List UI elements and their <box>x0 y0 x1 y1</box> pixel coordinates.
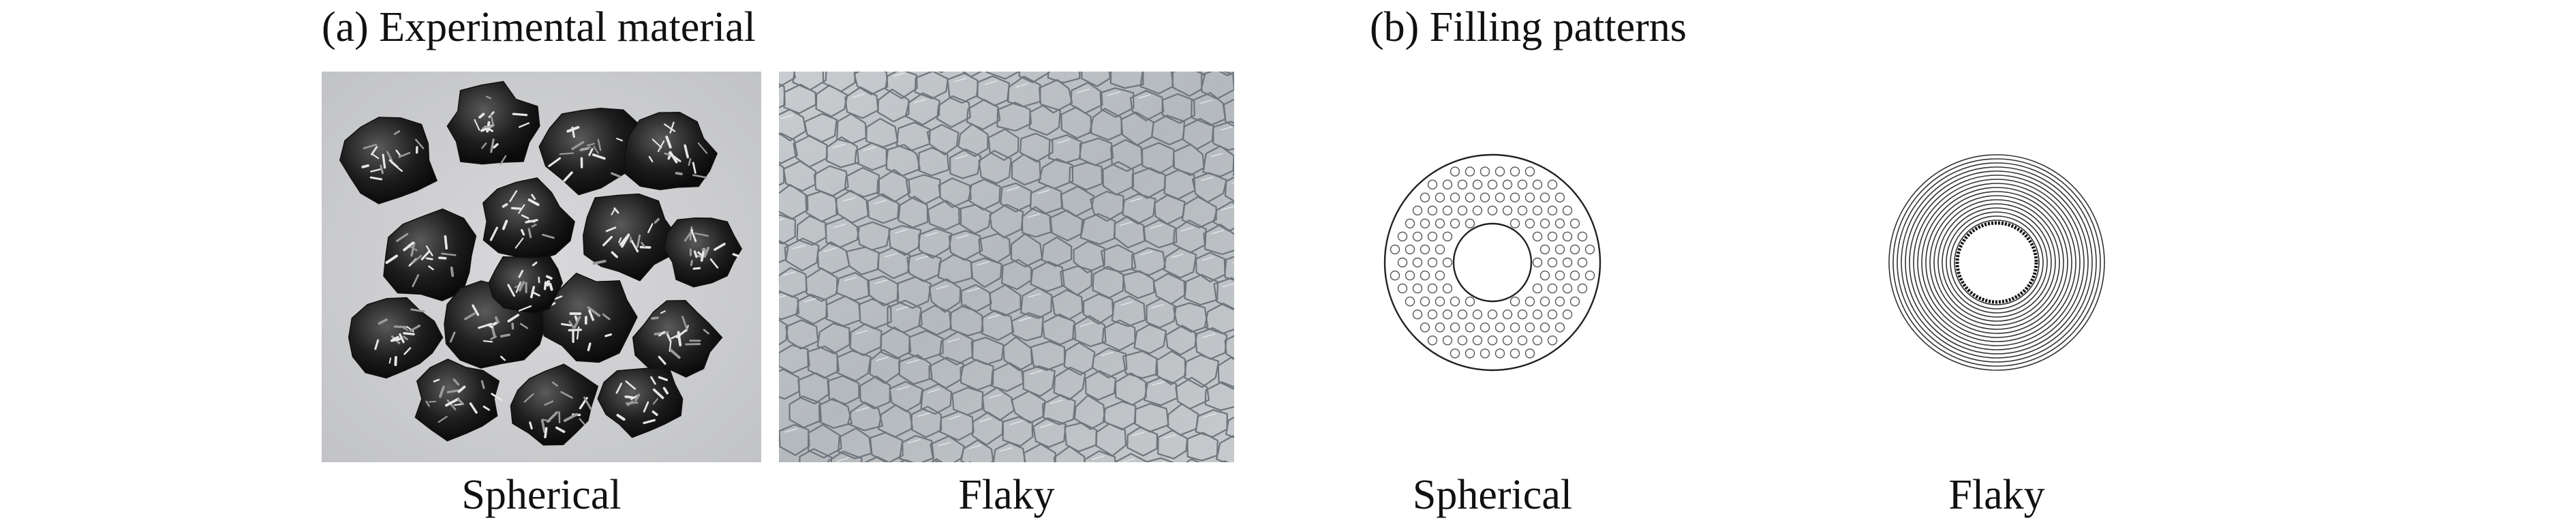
panel-b-heading: (b) Filling patterns <box>1370 4 1687 50</box>
spherical-filling-diagram <box>1380 72 1605 453</box>
caption-flaky-photo: Flaky <box>958 472 1055 518</box>
flaky-filling-diagram <box>1884 72 2109 453</box>
spherical-material-photo <box>322 72 761 462</box>
caption-flaky-diagram: Flaky <box>1948 472 2045 518</box>
caption-spherical-diagram: Spherical <box>1412 472 1573 518</box>
flaky-material-photo <box>779 72 1234 462</box>
caption-spherical-photo: Spherical <box>461 472 622 518</box>
panel-a-heading: (a) Experimental material <box>322 4 756 50</box>
